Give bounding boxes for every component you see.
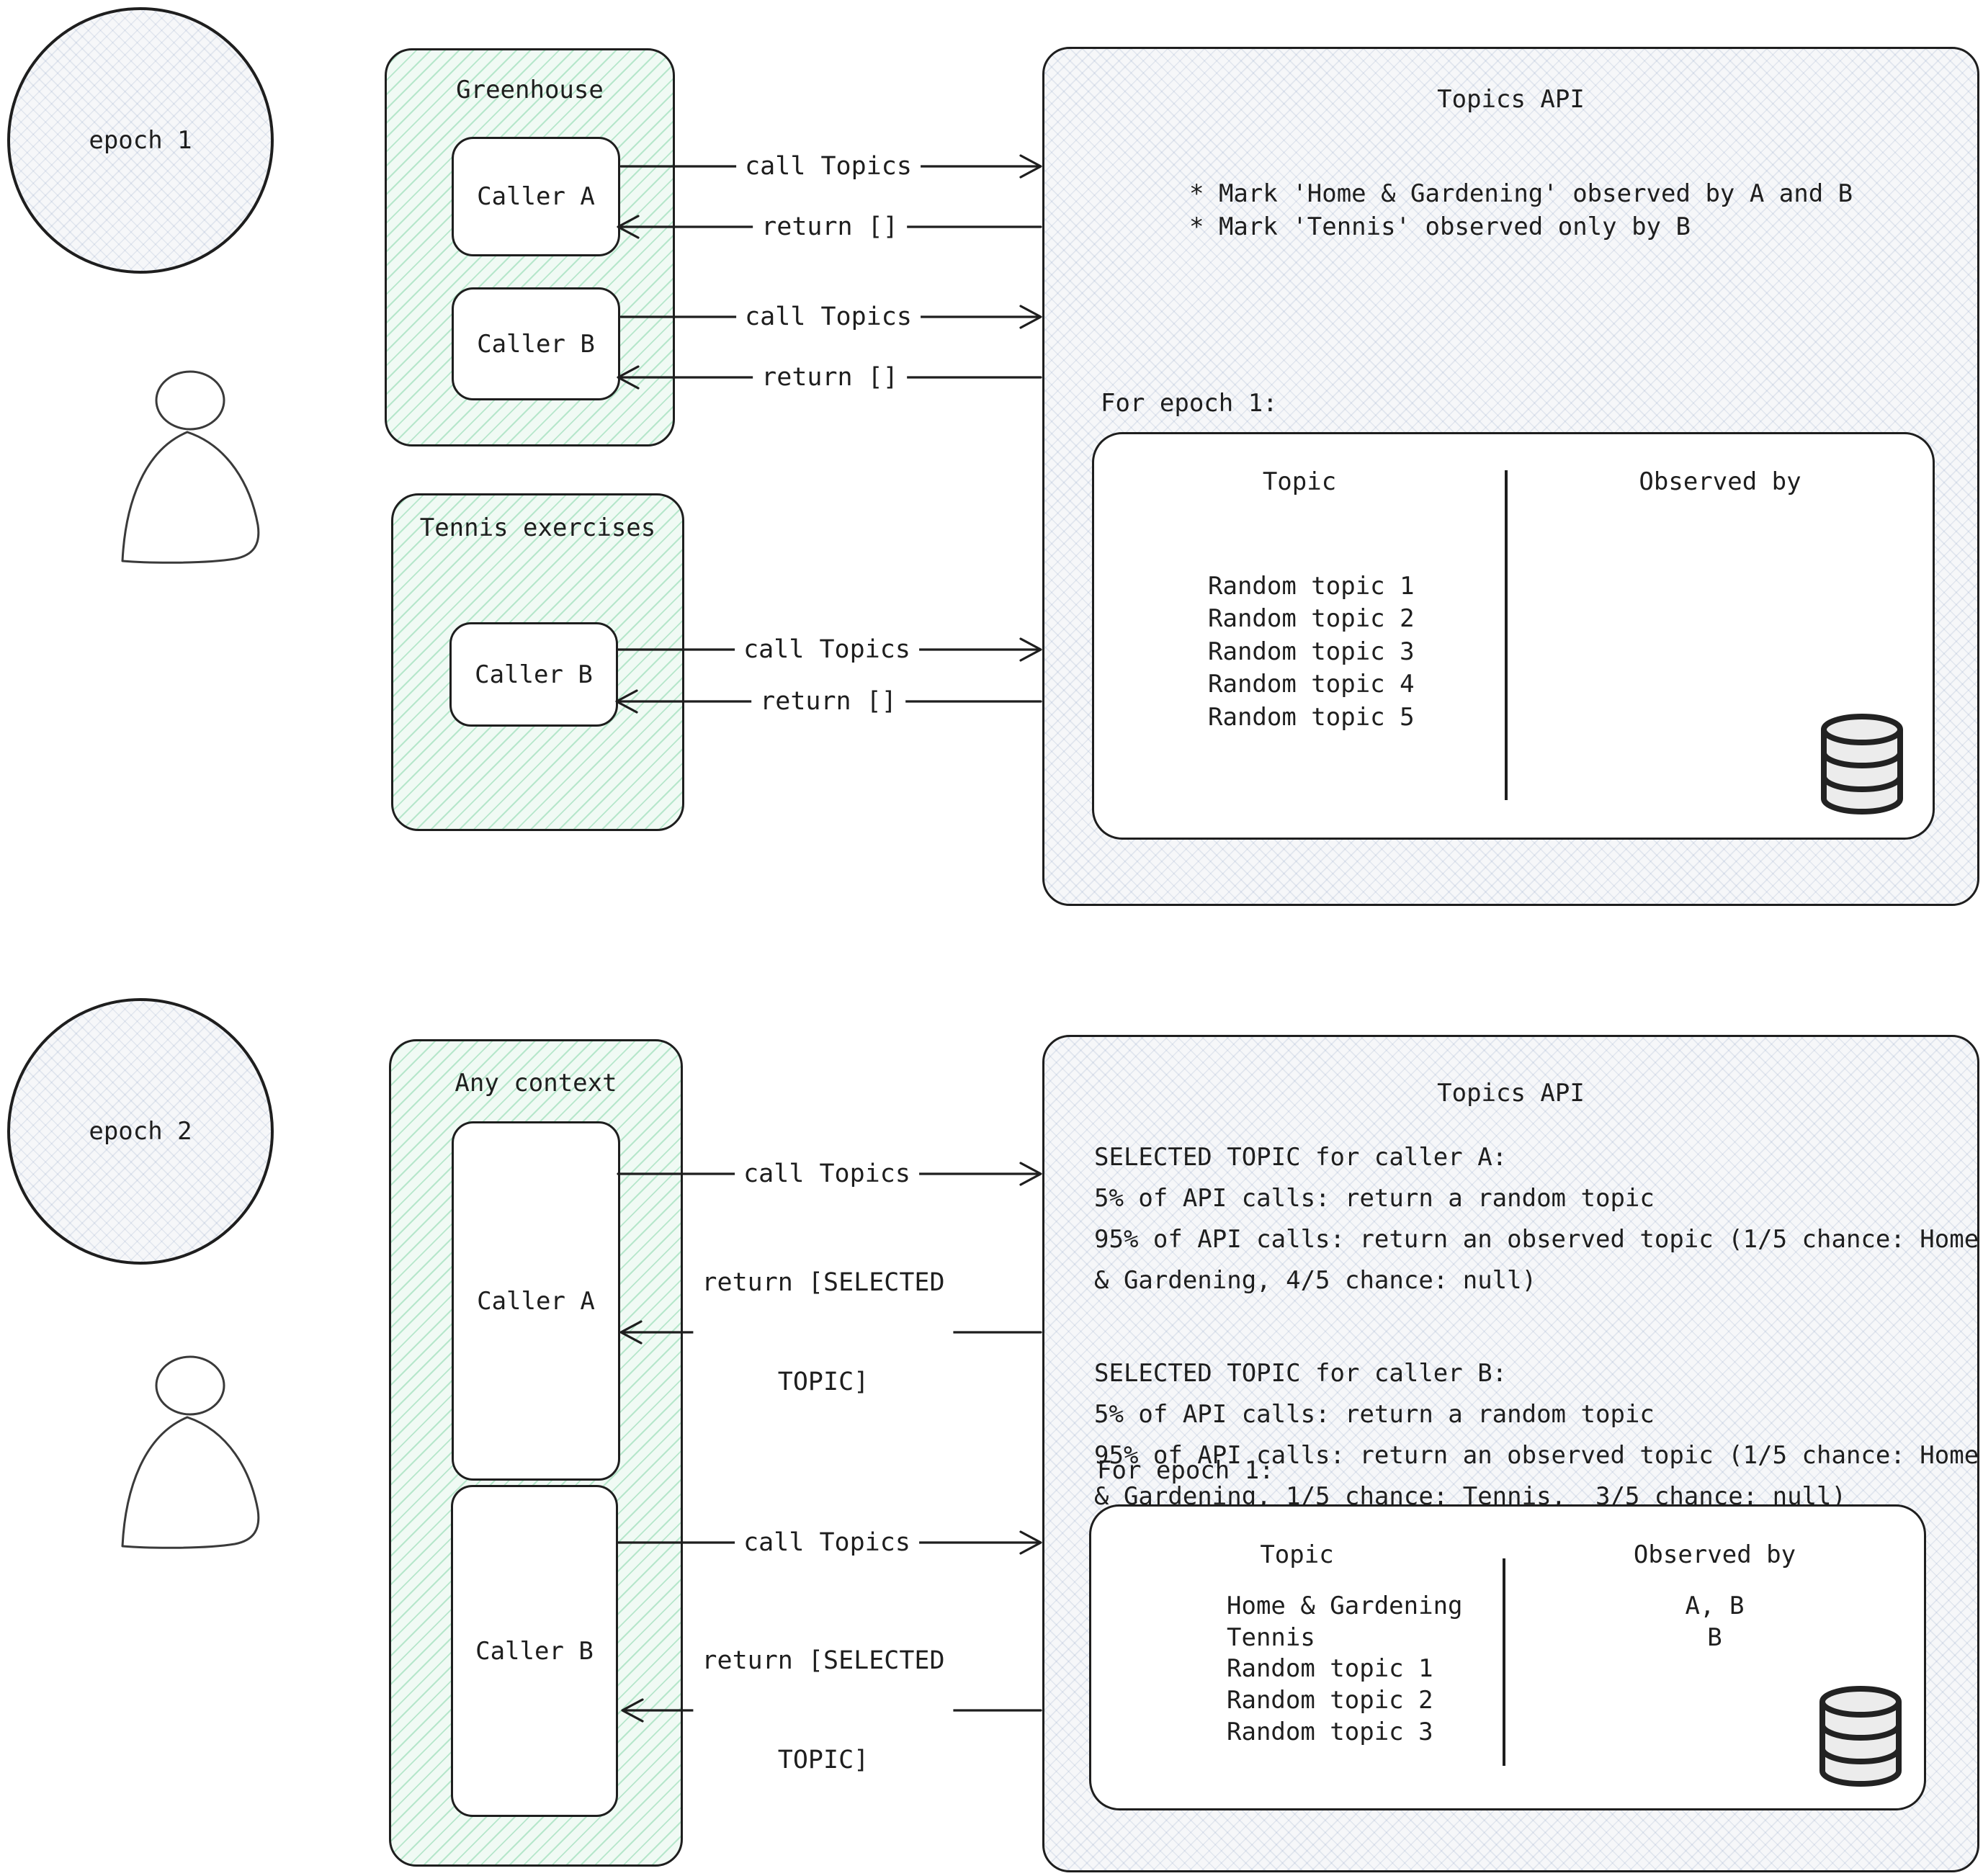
table-row: Random topic 1 [1091,1654,1924,1686]
epoch2-label: epoch 2 [89,1117,192,1146]
table-row: Random topic 3 [1091,1718,1924,1749]
api1-table: Topic Observed by Random topic 1 Random … [1092,432,1935,840]
rule-line: 95% of API calls: return an observed top… [1094,1441,1979,1470]
epoch1-circle: epoch 1 [7,7,274,274]
table-row: Tennis B [1091,1623,1924,1655]
topic-cell: Random topic 2 [1227,1686,1433,1715]
call-topics-label: call Topics [735,1525,919,1561]
any-context-title: Any context [455,1069,617,1098]
call-topics-label: call Topics [735,632,919,668]
topic-cell: Tennis [1227,1623,1315,1652]
return-selected-topic-label: return [SELECTED TOPIC] [693,1576,954,1844]
rule-line: 5% of API calls: return a random topic [1094,1400,1655,1429]
return-selected-line2: TOPIC] [777,1746,869,1774]
topic-cell: Random topic 5 [1208,703,1415,732]
rule-line: SELECTED TOPIC for caller B: [1094,1359,1508,1388]
caller-b-label: Caller B [475,660,593,689]
person-icon [121,1355,260,1549]
topic-cell: Random topic 3 [1208,637,1415,666]
return-selected-line2: TOPIC] [777,1368,869,1396]
table-row: Random topic 4 [1094,670,1933,701]
api1-notes: * Mark 'Home & Gardening' observed by A … [1189,177,1853,243]
caller-a-label: Caller A [477,182,595,211]
table-row: Random topic 2 [1091,1686,1924,1718]
rule-line: SELECTED TOPIC for caller A: [1094,1143,1508,1172]
observed-cell: B [1707,1623,1722,1652]
table-row: Home & Gardening A, B [1091,1592,1924,1623]
api2-table: Topic Observed by Home & Gardening A, B … [1089,1504,1926,1810]
return-selected-topic-label: return [SELECTED TOPIC] [693,1198,954,1466]
table-row: Random topic 5 [1094,703,1933,735]
topic-column-header: Topic [1262,467,1337,496]
greenhouse-caller-b-box: Caller B [452,287,620,400]
epoch2-circle: epoch 2 [7,998,274,1265]
api1-epoch-label: For epoch 1: [1101,389,1278,418]
tennis-title: Tennis exercises [419,513,656,542]
column-divider [1505,470,1508,800]
rule-line: 5% of API calls: return a random topic [1094,1184,1655,1213]
selected-topic-rules-b: SELECTED TOPIC for caller B: 5% of API c… [1094,1353,1979,1517]
topic-cell: Random topic 1 [1227,1654,1433,1683]
table-row: Random topic 3 [1094,637,1933,669]
topic-cell: Random topic 2 [1208,604,1415,633]
table-row: Random topic 1 [1094,572,1933,603]
greenhouse-title: Greenhouse [456,76,604,104]
note-tennis: * Mark 'Tennis' observed only by B [1189,212,1691,241]
return-empty-label: return [] [753,209,907,245]
greenhouse-caller-a-box: Caller A [452,137,620,256]
topic-cell: Home & Gardening [1227,1592,1463,1620]
call-topics-label: call Topics [736,299,921,335]
selected-topic-rules-a: SELECTED TOPIC for caller A: 5% of API c… [1094,1137,1979,1301]
database-icon [1819,1686,1902,1787]
caller-b-label: Caller B [477,329,595,359]
caller-a-label: Caller A [477,1286,595,1316]
call-topics-label: call Topics [736,148,921,184]
topics-api-title-1: Topics API [1437,85,1585,114]
tennis-caller-b-box: Caller B [449,622,618,727]
context-caller-b-box: Caller B [451,1485,618,1817]
return-empty-label: return [] [751,683,905,719]
call-topics-label: call Topics [735,1156,919,1192]
column-divider [1503,1558,1505,1766]
rule-line: 95% of API calls: return an observed top… [1094,1225,1979,1254]
topic-cell: Random topic 3 [1227,1718,1433,1746]
topics-api-title-2: Topics API [1437,1079,1585,1108]
caller-b-label: Caller B [475,1636,594,1666]
return-selected-line1: return [SELECTED [702,1268,945,1297]
observed-cell: A, B [1685,1592,1745,1620]
database-icon [1821,714,1903,814]
topic-cell: Random topic 4 [1208,670,1415,699]
observed-column-header: Observed by [1633,1540,1796,1569]
table-row: Random topic 2 [1094,604,1933,636]
topic-cell: Random topic 1 [1208,572,1415,601]
person-icon [121,370,260,564]
observed-column-header: Observed by [1639,467,1801,496]
note-home-gardening: * Mark 'Home & Gardening' observed by A … [1189,179,1853,208]
context-caller-a-box: Caller A [452,1121,620,1481]
epoch1-label: epoch 1 [89,126,192,155]
topic-column-header: Topic [1260,1540,1334,1569]
rule-line: & Gardening, 4/5 chance: null) [1094,1266,1537,1295]
return-selected-line1: return [SELECTED [702,1646,945,1675]
api2-epoch-label: For epoch 1: [1097,1456,1274,1485]
return-empty-label: return [] [753,359,907,395]
